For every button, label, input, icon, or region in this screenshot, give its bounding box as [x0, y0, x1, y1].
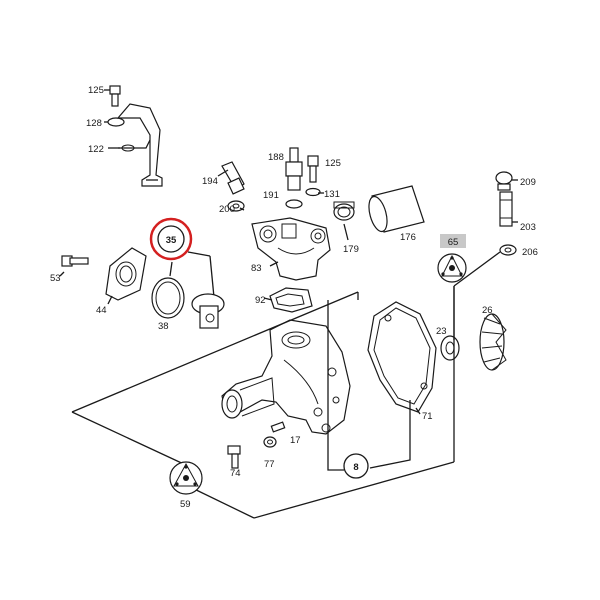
impeller-26 [479, 313, 507, 371]
label-35: 35 [166, 235, 177, 246]
pin-17 [270, 421, 286, 433]
label-8: 8 [353, 462, 358, 473]
label-194: 194 [202, 176, 218, 187]
label-125b: 125 [325, 158, 341, 169]
shaded-tag-65 [440, 234, 466, 248]
bolt-head-125 [109, 85, 121, 95]
label-44: 44 [96, 305, 107, 316]
label-125a: 125 [88, 85, 104, 96]
sensor-assembly [217, 147, 324, 212]
label-128: 128 [86, 118, 102, 129]
sender-body-203 [499, 191, 513, 227]
label-209: 209 [520, 177, 536, 188]
bushing-23 [440, 335, 460, 361]
label-23: 23 [436, 326, 447, 337]
part-35-group [151, 251, 225, 329]
label-83: 83 [251, 263, 262, 274]
label-59: 59 [180, 499, 191, 510]
bolt-74 [227, 445, 241, 469]
centering-plate-59[interactable] [169, 461, 203, 495]
label-191: 191 [263, 190, 279, 201]
centering-plate-65[interactable] [437, 253, 467, 283]
label-65: 65 [448, 237, 459, 248]
sender-cap-209 [495, 171, 513, 185]
coolant-hose-176 [368, 185, 425, 233]
washer-191 [285, 199, 303, 209]
label-203: 203 [520, 222, 536, 233]
label-74: 74 [230, 468, 241, 479]
label-38: 38 [158, 321, 169, 332]
bolt-53 [59, 255, 89, 277]
label-77: 77 [264, 459, 275, 470]
label-206: 206 [522, 247, 538, 258]
mounting-bracket-122 [116, 103, 163, 187]
pump-gasket-71 [367, 301, 437, 415]
bracket-assembly [104, 85, 163, 187]
leader-lines [71, 251, 501, 519]
temperature-sender [495, 171, 518, 256]
washer-206 [499, 244, 517, 256]
label-179: 179 [343, 244, 359, 255]
sender-188 [289, 147, 299, 163]
thermostat-housing-83 [251, 217, 331, 281]
water-pump [221, 319, 351, 435]
label-26: 26 [482, 305, 493, 316]
washer-131 [305, 187, 321, 197]
callout-35[interactable] [157, 225, 185, 253]
gasket-92 [263, 287, 313, 313]
label-188: 188 [268, 152, 284, 163]
label-122: 122 [88, 144, 104, 155]
bolt-125b [307, 155, 319, 167]
label-176: 176 [400, 232, 416, 243]
callout-8[interactable] [343, 453, 369, 479]
thermostat-cover-44 [105, 247, 147, 305]
label-71: 71 [422, 411, 433, 422]
washer-77 [263, 436, 277, 448]
label-92: 92 [255, 295, 266, 306]
hose-clamp-179 [333, 201, 355, 241]
washer-128 [107, 117, 125, 127]
seal-ring-38 [151, 277, 185, 319]
label-17: 17 [290, 435, 301, 446]
label-200: 200 [219, 204, 235, 215]
label-131: 131 [324, 189, 340, 200]
bolt-shank-125 [111, 93, 119, 107]
label-53: 53 [50, 273, 61, 284]
